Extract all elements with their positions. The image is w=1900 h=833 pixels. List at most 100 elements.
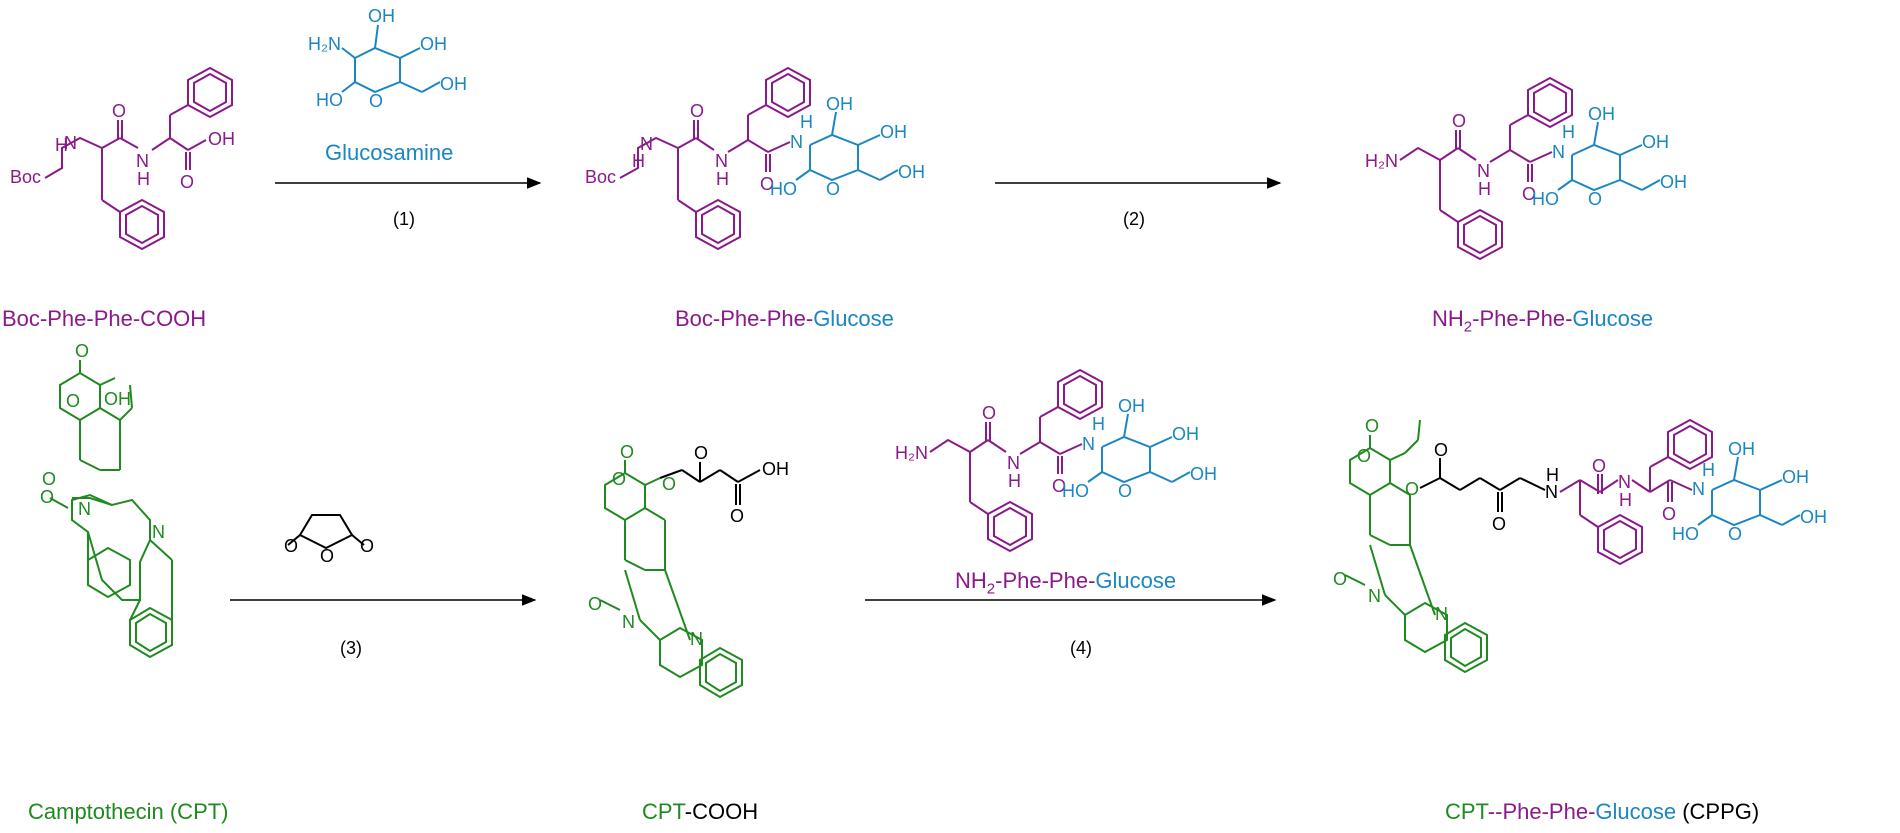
c2-boc-label: Boc (585, 167, 616, 187)
c5-ring-o-label: O (612, 469, 626, 489)
c6-amide-h-label: H (1619, 490, 1632, 510)
c3-sugar-n-label: N (1552, 142, 1565, 162)
amide-h2-label: H (137, 169, 150, 189)
compound-4-name: Camptothecin (CPT) (28, 799, 229, 824)
boc-group-label: Boc (10, 167, 41, 187)
anhydride-o-right-label: O (360, 536, 374, 556)
succinic-anhydride-structure (287, 514, 365, 550)
compound-6-sugar-part: Glucose (1595, 799, 1677, 824)
compound-6-cpt-part: CPT (1445, 799, 1488, 824)
c2-sugar-oh-top-label: OH (826, 94, 853, 114)
cpt-ring-n-label: N (78, 499, 91, 519)
glucosamine-h2n-label: H₂N (308, 34, 341, 54)
camptothecin-structure (49, 360, 173, 659)
compound-3-name: NH2-Phe-Phe-Glucose (1432, 306, 1653, 335)
r4-sugar-oh-top-label: OH (1118, 396, 1145, 416)
c6-carbonyl-o3-label: O (1592, 456, 1606, 476)
compound-3-subscript: 2 (1463, 318, 1473, 336)
compound-6-abbr-part: (CPPG) (1676, 799, 1760, 824)
c6-pyridone-o-label: O (1333, 569, 1347, 589)
r4-sugar-ho-label: HO (1062, 481, 1089, 501)
reagent-4-sugar-part: Glucose (1095, 568, 1177, 593)
cpt-pyridone-o-label: O (40, 487, 54, 507)
boc-phe-phe-glucose-structure (619, 66, 899, 251)
reagent-4-nh-part: NH (955, 568, 987, 593)
c6-sugar-ho-label: HO (1672, 524, 1699, 544)
c3-sugar-ho-label: HO (1532, 189, 1559, 209)
cpt-lactone-o-label: O (42, 469, 56, 489)
amide-n2-label: N (136, 151, 149, 171)
r4-h2n-label: H₂N (895, 443, 928, 463)
compound-5-cooh-part: -COOH (684, 799, 759, 824)
c3-carbonyl-o2-label: O (1522, 184, 1536, 204)
c3-amide-n-label: N (1477, 161, 1490, 181)
cpt-quinoline-n-label: N (152, 522, 165, 542)
compound-1-name: Boc-Phe-Phe-COOH (2, 306, 207, 331)
c6-linker-o-label: O (1434, 440, 1448, 460)
amide-n-label: N (64, 133, 77, 153)
cpt-oh-label: OH (104, 389, 131, 409)
c3-h2n-label: H₂N (1365, 151, 1398, 171)
step-1-label: (1) (393, 209, 415, 229)
c6-carbonyl-o4-label: O (1662, 504, 1676, 524)
compound-2-peptide-part: Boc-Phe-Phe- (675, 306, 814, 331)
c6-sugar-oh-top-label: OH (1728, 439, 1755, 459)
c5-carbonyl-o-label: O (620, 442, 634, 462)
boc-phe-phe-cooh-structure (44, 66, 233, 251)
c3-amide-h-label: H (1478, 179, 1491, 199)
c6-ring-n-label: N (1368, 586, 1381, 606)
r4-sugar-ring-o-label: O (1118, 481, 1132, 501)
r4-sugar-n-label: N (1082, 434, 1095, 454)
compound-6-peptide-part: --Phe-Phe- (1487, 799, 1596, 824)
step-2-label: (2) (1123, 209, 1145, 229)
c6-carbonyl-o-label: O (1365, 416, 1379, 436)
cpt-cooh-structure (599, 460, 761, 699)
r4-amide-n-label: N (1007, 453, 1020, 473)
c6-sugar-oh-right-label: OH (1782, 467, 1809, 487)
carbonyl-o-label: O (112, 101, 126, 121)
c6-sugar-n-label: N (1692, 479, 1705, 499)
c2-sugar-oh-ch2-label: OH (898, 162, 925, 182)
c2-sugar-oh-right-label: OH (880, 122, 907, 142)
c2-amide-n-label: N (640, 134, 653, 154)
compound-2-name: Boc-Phe-Phe-Glucose (675, 306, 894, 332)
glucosamine-oh-top-label: OH (368, 6, 395, 26)
c3-sugar-h-label: H (1562, 122, 1575, 142)
glucosamine-structure (341, 24, 441, 94)
c2-sugar-n-label: N (790, 132, 803, 152)
reagent-4-subscript: 2 (986, 580, 996, 598)
acid-oh-label: OH (208, 129, 235, 149)
amide-h-label: H (55, 135, 68, 155)
compound-5-name: CPT-COOH (642, 799, 758, 825)
c5-acid-oh-label: OH (762, 459, 789, 479)
c2-amide-n2-label: N (715, 151, 728, 171)
c6-linker-o2-label: O (1492, 514, 1506, 534)
compound-3-peptide-part: -Phe-Phe- (1472, 306, 1573, 331)
c6-linker-n-label: N (1545, 482, 1558, 502)
c3-sugar-oh-ch2-label: OH (1660, 172, 1687, 192)
step-3-label: (3) (340, 638, 362, 658)
c6-sugar-oh-ch2-label: OH (1800, 507, 1827, 527)
glucosamine-oh-right-label: OH (420, 34, 447, 54)
c2-carbonyl-o-label: O (690, 101, 704, 121)
r4-amide-h-label: H (1008, 471, 1021, 491)
c3-sugar-oh-top-label: OH (1588, 104, 1615, 124)
c2-amide-h-label: H (632, 151, 645, 171)
cpt-carbonyl-o-label: O (75, 341, 89, 361)
anhydride-o-left-label: O (284, 536, 298, 556)
compound-5-cpt-part: CPT (642, 799, 685, 824)
glucosamine-name: Glucosamine (325, 140, 453, 165)
c6-ester-o-label: O (1405, 479, 1419, 499)
compound-3-nh-part: NH (1432, 306, 1464, 331)
c3-sugar-ring-o-label: O (1588, 189, 1602, 209)
c6-sugar-ring-o-label: O (1728, 524, 1742, 544)
cppg-structure (1344, 418, 1801, 674)
r4-carbonyl-o-label: O (982, 403, 996, 423)
c3-carbonyl-o-label: O (1452, 111, 1466, 131)
c6-sugar-h-label: H (1702, 460, 1715, 480)
c2-amide-h2-label: H (716, 169, 729, 189)
c2-sugar-h-label: H (800, 112, 813, 132)
anhydride-o-ring-label: O (320, 546, 334, 566)
c6-amide-n-label: N (1618, 472, 1631, 492)
c5-acid-o-label: O (730, 506, 744, 526)
